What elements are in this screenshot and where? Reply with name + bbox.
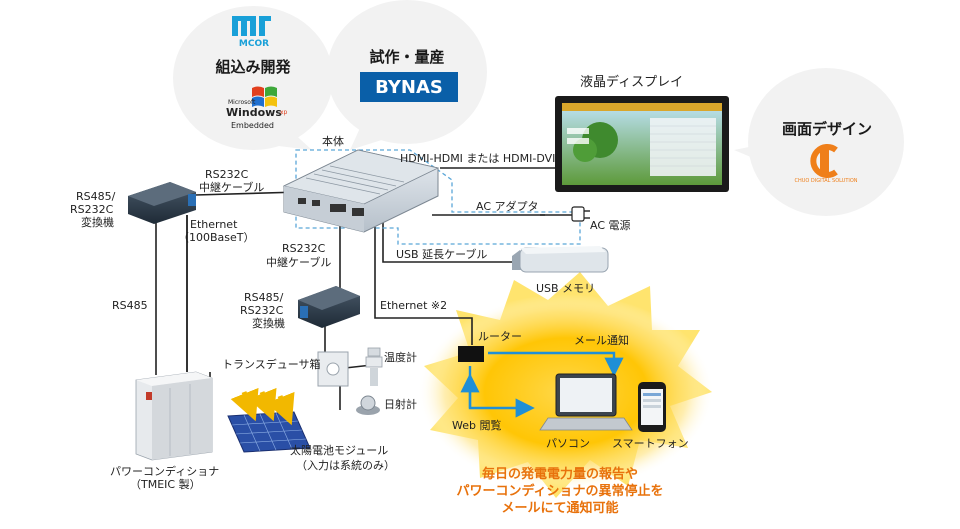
rs232c-cable-1-label-b: 中継ケーブル — [199, 181, 265, 194]
converter-1-label-a: RS485/ — [76, 190, 116, 203]
transducer-label: トランスデューサ箱 — [222, 358, 321, 371]
main-unit — [282, 149, 440, 233]
message-line-2: パワーコンディショナの異常停止を — [456, 484, 664, 499]
lcd-label: 液晶ディスプレイ — [580, 75, 684, 90]
ethernet-2-label: Ethernet ※2 — [380, 299, 448, 312]
rs232c-cable-2-label-b: 中継ケーブル — [266, 256, 332, 269]
embedded-text: Embedded — [231, 121, 275, 130]
ethernet-label-b: （100BaseT） — [178, 231, 255, 244]
laptop-icon — [539, 373, 633, 431]
router-icon — [458, 346, 484, 362]
bynas-logo-text: BYNAS — [375, 77, 443, 98]
ac-adapter-label: AC アダプタ — [476, 200, 539, 213]
sun-rays-icon — [230, 387, 295, 426]
screen-design-title: 画面デザイン — [781, 120, 872, 138]
mcor-logo-text: MCOR — [238, 39, 270, 49]
rs485-converter-2 — [298, 286, 360, 328]
usb-cable-label: USB 延長ケーブル — [396, 248, 488, 261]
usb-memory-label: USB メモリ — [536, 282, 596, 295]
smartphone-label: スマートフォン — [612, 437, 689, 450]
ethernet-label-a: Ethernet — [190, 218, 238, 231]
mcor-logo-icon — [232, 16, 271, 36]
bubble-mcor — [173, 6, 333, 150]
converter-2-label-c: 変換機 — [252, 317, 285, 330]
thermometer-icon — [365, 347, 383, 386]
embedded-dev-title: 組込み開発 — [215, 58, 291, 76]
mail-notify-label: メール通知 — [574, 334, 629, 347]
main-unit-label: 本体 — [322, 135, 344, 148]
solar-module-label-b: （入力は系統のみ） — [296, 459, 395, 472]
power-conditioner-label-a: パワーコンディショナ — [110, 465, 220, 478]
web-view-label: Web 閲覧 — [452, 419, 502, 432]
converter-1-label-c: 変換機 — [81, 216, 114, 229]
transducer-box — [317, 351, 349, 387]
power-conditioner — [135, 371, 213, 461]
microsoft-text: Microsoft — [228, 99, 256, 106]
message-line-1: 毎日の発電電力量の報告や — [481, 467, 638, 482]
windows-logo-icon — [252, 86, 277, 107]
router-label: ルーター — [478, 330, 522, 343]
windows-text: Windows — [226, 106, 282, 119]
thermometer-label: 温度計 — [384, 351, 417, 364]
usb-memory — [512, 246, 609, 273]
converter-2-label-b: RS232C — [240, 304, 284, 317]
hdmi-label: HDMI-HDMI または HDMI-DVI — [400, 152, 556, 165]
rs232c-cable-2-label-a: RS232C — [282, 242, 326, 255]
pc-label: パソコン — [546, 437, 590, 450]
ac-power-label: AC 電源 — [590, 219, 631, 232]
ac-plug-icon — [540, 206, 590, 222]
chuo-logo-icon — [810, 144, 838, 178]
message-line-3: メールにて通知可能 — [501, 501, 619, 516]
chuo-logo-text: CHUO DIGITAL SOLUTION — [794, 178, 858, 184]
bubble-design — [734, 68, 904, 216]
solar-module-label-a: 太陽電池モジュール — [290, 444, 389, 457]
rs485-label: RS485 — [112, 299, 148, 312]
rs485-converter-1 — [128, 182, 196, 224]
power-conditioner-label-b: （TMEIC 製） — [130, 478, 201, 491]
pyranometer-label: 日射計 — [384, 398, 417, 411]
converter-1-label-b: RS232C — [70, 203, 114, 216]
xp-text: xp — [280, 109, 288, 116]
pyranometer-icon — [356, 395, 380, 415]
rs232c-cable-1-label-a: RS232C — [205, 168, 249, 181]
production-title: 試作・量産 — [369, 48, 445, 66]
bynas-logo — [360, 72, 458, 102]
converter-2-label-a: RS485/ — [244, 291, 284, 304]
lcd-display — [555, 96, 729, 192]
smartphone-icon — [638, 382, 666, 432]
flow-arrows — [460, 351, 624, 418]
